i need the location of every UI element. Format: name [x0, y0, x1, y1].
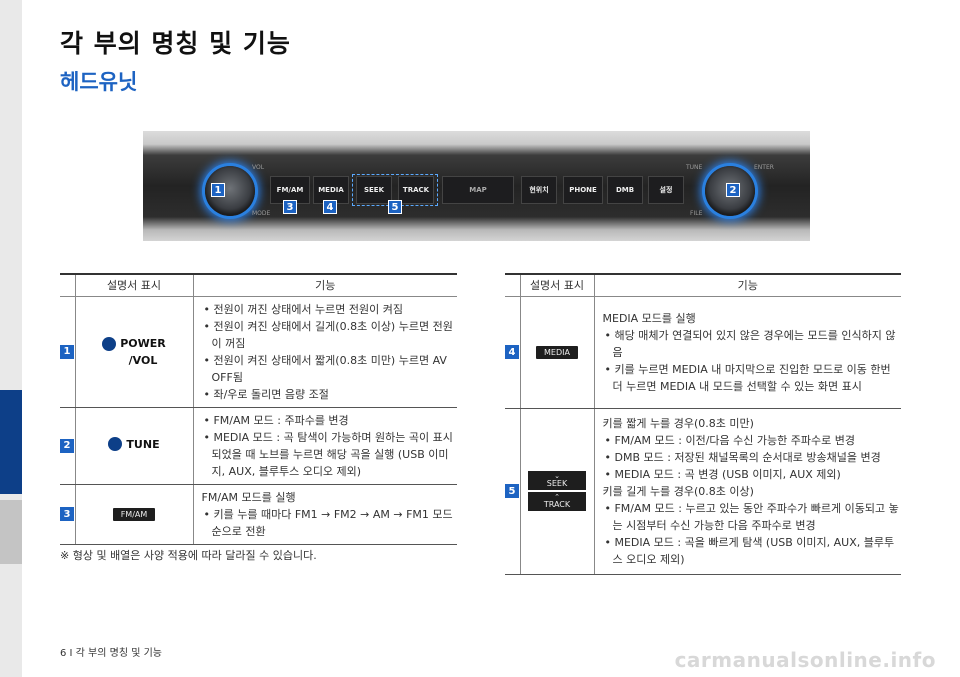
note-text: ※ 형상 및 배열은 사양 적용에 따라 달라질 수 있습니다. [60, 549, 317, 562]
row-number: 4 [505, 345, 519, 360]
function-line: • MEDIA 모드 : 곡 탐색이 가능하며 원하는 곡이 표시되었을 때 노… [203, 430, 453, 478]
function-line: • 키를 누르면 MEDIA 내 마지막으로 진입한 모드로 이동 한번 더 누… [604, 362, 891, 393]
file-label: FILE [690, 210, 703, 217]
track-pill: ⌃TRACK [528, 492, 586, 511]
table-row: 4 MEDIA MEDIA 모드를 실행 • 해당 매체가 연결되어 있지 않은… [505, 296, 901, 409]
col-indicator-header: 설명서 표시 [74, 273, 194, 297]
function-line: • 해당 매체가 연결되어 있지 않은 경우에는 모드를 인식하지 않음 [604, 328, 896, 359]
enter-label: ENTER [754, 164, 774, 171]
right-function-table: 설명서 표시 기능 4 MEDIA MEDIA 모드를 실행 • 해당 매체가 … [505, 273, 901, 575]
media-pill: MEDIA [536, 346, 578, 359]
left-function-table: 설명서 표시 기능 1 POWER /VOL • 전원이 꺼진 상태에서 누르면… [60, 273, 457, 545]
page-footer: 6 I 각 부의 명칭 및 기능 [60, 648, 162, 659]
function-line: 키를 짧게 누를 경우(0.8초 미만) [602, 416, 754, 430]
col-function-header: 기능 [594, 273, 901, 297]
setup-hw-button: 설정 [648, 176, 684, 204]
callout-3: 3 [283, 200, 297, 214]
watermark: carmanualsonline.info [674, 648, 936, 672]
function-line: • MEDIA 모드 : 곡을 빠르게 탐색 (USB 이미지, AUX, 블루… [604, 535, 895, 566]
row-number: 3 [60, 507, 74, 522]
fm-am-pill: FM/AM [112, 508, 156, 521]
section-title: 헤드유닛 [60, 70, 138, 94]
function-line: MEDIA 모드를 실행 [602, 311, 696, 325]
vol-label-text: /VOL [128, 353, 158, 367]
function-line: • MEDIA 모드 : 곡 변경 (USB 이미지, AUX 제외) [604, 467, 841, 481]
chevron-down-icon: ⌄ [554, 472, 560, 480]
mode-label: MODE [252, 210, 271, 217]
page-title: 각 부의 명칭 및 기능 [60, 29, 291, 58]
col-function-header: 기능 [193, 273, 457, 297]
function-line: 키를 길게 누를 경우(0.8초 이상) [602, 484, 754, 498]
row-number: 2 [60, 438, 74, 453]
function-line: • FM/AM 모드 : 주파수를 변경 [203, 413, 349, 427]
function-line: • 전원이 켜진 상태에서 길게(0.8초 이상) 누르면 전원이 꺼짐 [203, 319, 453, 350]
function-line: • 좌/우로 돌리면 음량 조절 [203, 387, 329, 401]
seek-pill: ⌄SEEK [528, 471, 586, 490]
callout-5: 5 [388, 200, 402, 214]
side-tab-inactive [0, 500, 22, 564]
table-row: 2 TUNE • FM/AM 모드 : 주파수를 변경 • MEDIA 모드 :… [60, 407, 457, 485]
power-label: POWER [120, 337, 166, 350]
vol-label: VOL [252, 164, 265, 171]
phone-hw-button: PHONE [563, 176, 603, 204]
table-row: 5 ⌄SEEK ⌃TRACK 키를 짧게 누를 경우(0.8초 미만) • FM… [505, 408, 901, 575]
callout-4: 4 [323, 200, 337, 214]
table-row: 3 FM/AM FM/AM 모드를 실행 • 키를 누를 때마다 FM1 → F… [60, 484, 457, 545]
table-row: 1 POWER /VOL • 전원이 꺼진 상태에서 누르면 전원이 켜짐 • … [60, 296, 457, 408]
function-line: • FM/AM 모드 : 이전/다음 수신 가능한 주파수로 변경 [604, 433, 855, 447]
map-hw-button: MAP [442, 176, 514, 204]
seek-hw-button: SEEK [356, 176, 392, 204]
callout-1: 1 [211, 183, 225, 197]
function-line: • DMB 모드 : 저장된 채널목록의 순서대로 방송채널을 변경 [604, 450, 881, 464]
function-line: FM/AM 모드를 실행 [201, 490, 296, 504]
function-line: • FM/AM 모드 : 누르고 있는 동안 주파수가 빠르게 이동되고 놓는 … [604, 501, 899, 532]
tune-label-text: TUNE [126, 437, 160, 451]
function-line: • 전원이 켜진 상태에서 짧게(0.8초 미만) 누르면 AV OFF됨 [203, 353, 447, 384]
chevron-up-icon: ⌃ [554, 493, 560, 501]
side-tab-strip [0, 0, 22, 677]
row-number: 5 [505, 484, 519, 499]
function-line: • 키를 누를 때마다 FM1 → FM2 → AM → FM1 모드 순으로 … [203, 507, 453, 538]
track-hw-button: TRACK [398, 176, 434, 204]
callout-2: 2 [726, 183, 740, 197]
power-knob-icon [102, 336, 117, 351]
row-number: 1 [60, 344, 74, 359]
tune-label: TUNE [686, 164, 703, 171]
location-hw-button: 현위치 [521, 176, 557, 204]
side-tab-active [0, 390, 22, 494]
col-indicator-header: 설명서 표시 [519, 273, 595, 297]
dmb-hw-button: DMB [607, 176, 643, 204]
function-line: • 전원이 꺼진 상태에서 누르면 전원이 켜짐 [203, 302, 404, 316]
tune-knob-icon [108, 437, 123, 451]
